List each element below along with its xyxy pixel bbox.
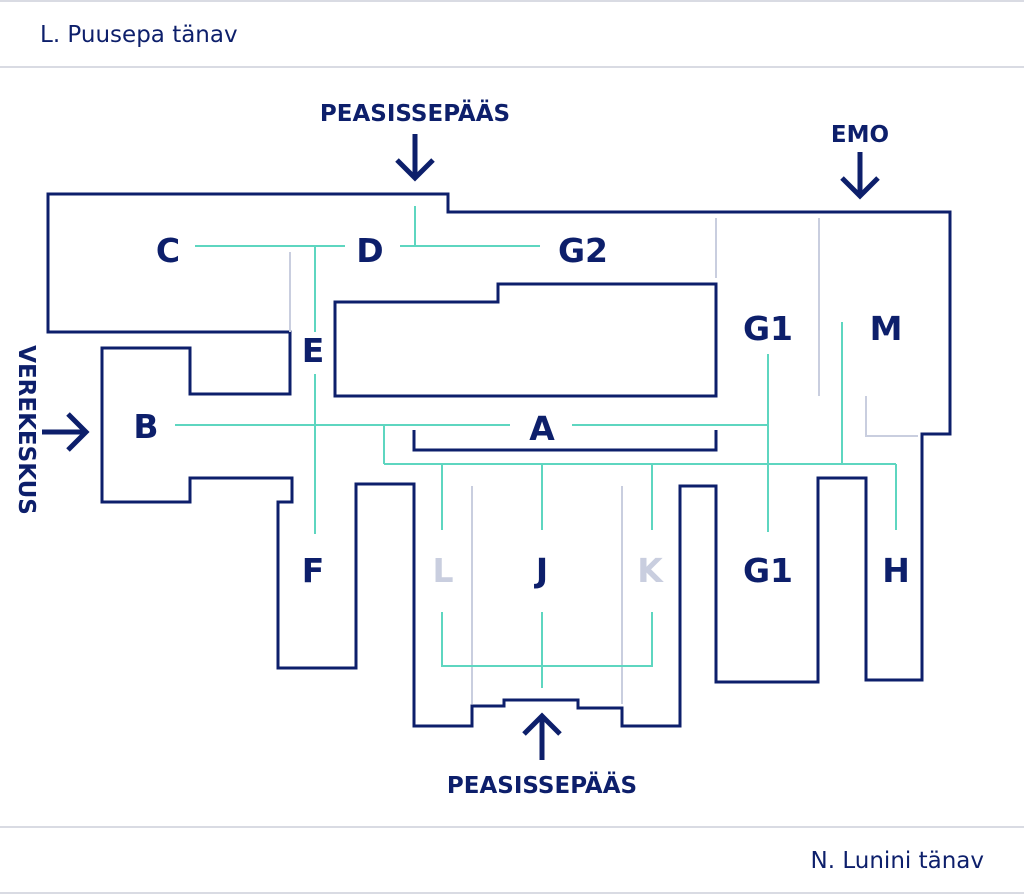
wing-label-e: E: [302, 331, 325, 370]
arrow-icon: [42, 412, 90, 452]
wing-label-g2: G2: [558, 231, 608, 270]
wing-label-h: H: [882, 551, 910, 590]
inner-courtyard-outline: [333, 282, 718, 398]
street-label-bottom: N. Lunini tänav: [810, 848, 984, 874]
wing-label-g1-bottom: G1: [743, 551, 793, 590]
arrow-icon: [522, 712, 562, 760]
wing-labels: C D G2 E G1 M B A F L J K G1 H: [133, 231, 909, 590]
wing-label-l: L: [432, 551, 453, 590]
wing-label-m: M: [870, 309, 903, 348]
entrance-label-emo: EMO: [831, 122, 889, 148]
street-label-top: L. Puusepa tänav: [40, 22, 238, 48]
wing-label-f: F: [302, 551, 325, 590]
entrance-label-main-top: PEASISSEPÄÄS: [320, 99, 510, 127]
entrance-label-verekeskus: VEREKESKUS: [13, 345, 39, 515]
street-bar-bottom: N. Lunini tänav: [0, 826, 1024, 894]
street-bar-top: L. Puusepa tänav: [0, 0, 1024, 68]
wing-label-k: K: [637, 551, 664, 590]
building-outline: [46, 192, 952, 728]
wing-dividers: [289, 218, 918, 704]
wing-a-bracket: [412, 430, 718, 452]
wing-label-g1-top: G1: [743, 309, 793, 348]
wing-label-j: J: [534, 551, 548, 590]
wing-label-a: A: [529, 409, 555, 448]
wing-label-b: B: [133, 407, 158, 446]
arrow-icon: [840, 152, 880, 200]
arrow-icon: [395, 134, 435, 182]
wing-label-c: C: [156, 231, 180, 270]
entrance-label-main-bottom: PEASISSEPÄÄS: [447, 771, 637, 799]
wing-label-d: D: [356, 231, 383, 270]
corridor-lines: [175, 206, 897, 688]
